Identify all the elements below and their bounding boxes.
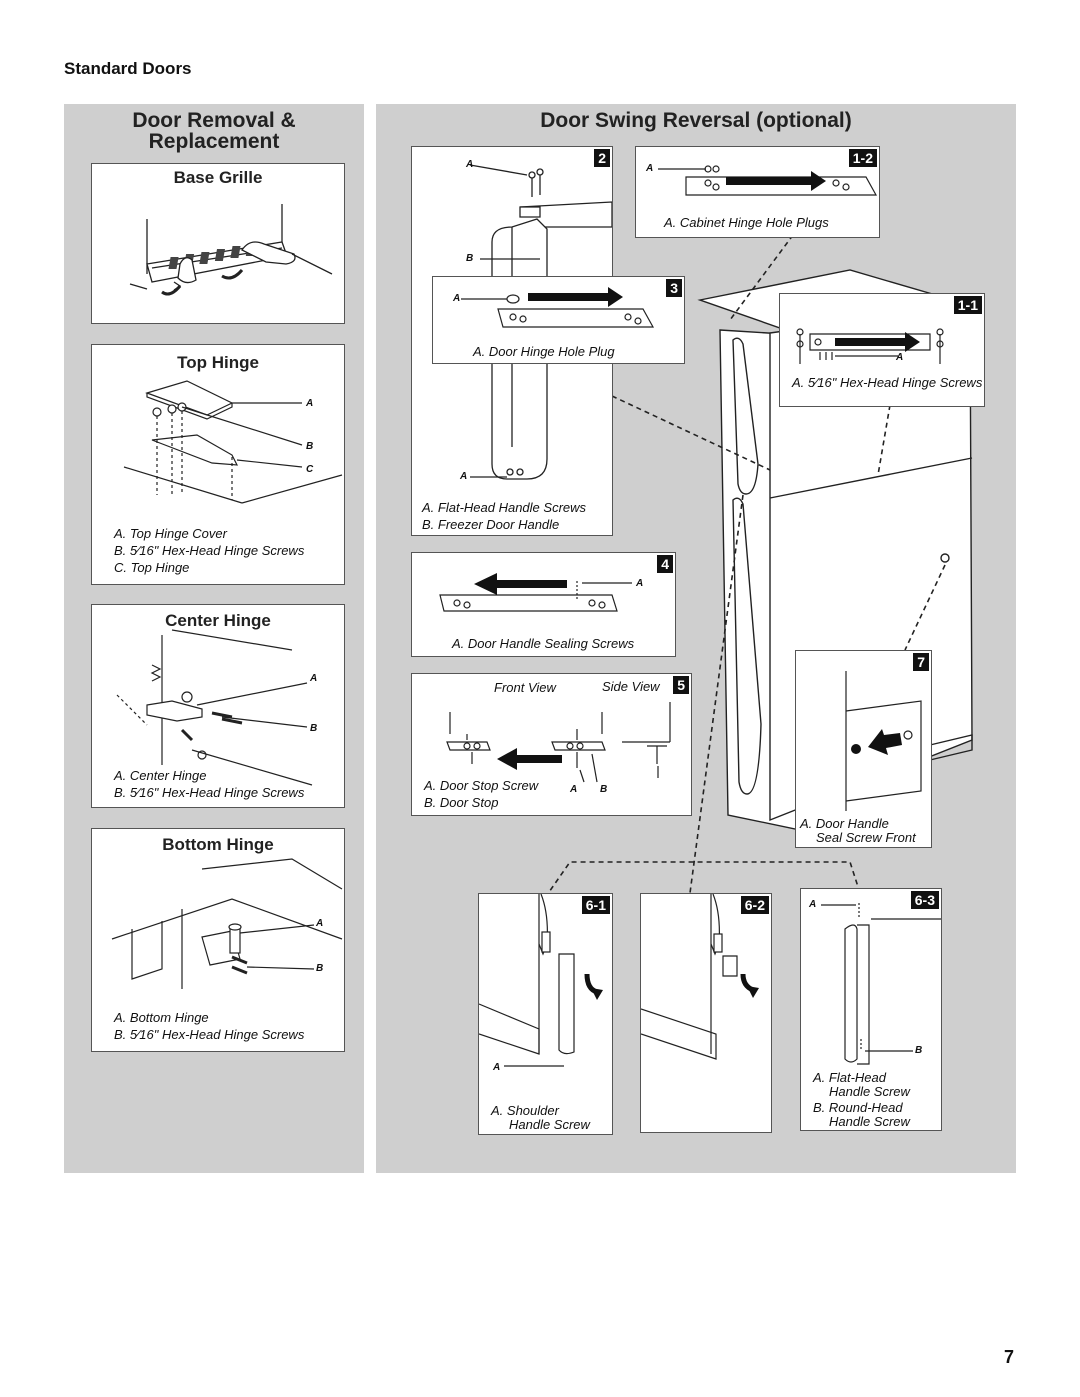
step-1-2-badge: 1-2 [848,149,877,167]
top-hinge-box: Top Hinge A B C A. Top Hinge Cover B. 5⁄… [91,344,345,585]
step-5-caption-b: B. Door Stop [424,795,499,810]
door-swing-reversal-title: Door Swing Reversal (optional) [540,109,852,132]
step-2-caption-b: B. Freezer Door Handle [422,517,560,532]
top-hinge-caption-c: C. Top Hinge [114,560,190,575]
door-removal-title-line1: Door Removal & [132,109,296,132]
step-6-3-caption-a: A. Flat-Head [813,1070,886,1085]
step-4-label-a: A [636,578,644,589]
step-6-1-caption-a: A. Shoulder [491,1103,559,1118]
step-6-1-box: 6-1 A A. Shoulder Handle Screw [478,893,613,1135]
step-2-label-a-lower: A [460,471,468,482]
step-5-caption-a: A. Door Stop Screw [424,778,539,793]
step-6-3-box: 6-3 A B A. Flat-Head Handle Screw B. Rou… [800,888,942,1131]
step-5-label-a: A [570,784,578,795]
base-grille-title: Base Grille [173,168,263,187]
step-1-2-caption: A. Cabinet Hinge Hole Plugs [664,215,829,230]
step-5-label-b: B [600,784,608,795]
sealing-screws-illustration [439,573,632,612]
base-grille-box: Base Grille [91,163,345,324]
step-1-1-label-a: A [896,352,904,363]
step-1-2-box: 1-2 A A. Cabinet Hinge Hole Plugs [635,146,880,238]
bottom-hinge-box: Bottom Hinge A B A. Bottom Hinge B. 5⁄16… [91,828,345,1052]
step-3-box: 3 A A. Door Hinge Hole Plug [432,276,685,364]
center-hinge-caption-b: B. 5⁄16" Hex-Head Hinge Screws [114,785,305,800]
center-hinge-illustration [116,629,313,786]
step-6-3-caption-b: B. Round-Head [813,1100,903,1115]
step-6-3-label-a: A [809,899,817,910]
center-hinge-label-b: B [310,723,318,734]
step-6-1-badge: 6-1 [581,896,610,914]
door-removal-title-line2: Replacement [148,130,280,153]
step-6-1-label-a: A [493,1062,501,1073]
bottom-hinge-label-a: A [316,918,324,929]
step-4-caption: A. Door Handle Sealing Screws [452,636,635,651]
seal-screw-illustration [845,671,922,811]
bottom-hinge-label-b: B [316,963,324,974]
hinge-screws-illustration [796,328,944,364]
step-1-1-badge: 1-1 [953,296,982,314]
step-2-label-a: A [466,159,474,170]
step-6-2-box: 6-2 [640,893,772,1133]
bottom-hinge-title: Bottom Hinge [162,835,274,854]
top-hinge-label-c: C [306,464,314,475]
page-number: 7 [1004,1347,1015,1367]
step-4-box: 4 A A. Door Handle Sealing Screws [411,552,676,657]
step-6-1-caption-b: Handle Screw [509,1117,590,1132]
step-6-3-label-b: B [915,1045,923,1056]
top-hinge-title: Top Hinge [177,353,259,372]
step-2-label-b: B [466,253,474,264]
center-hinge-box: Center Hinge A B A. Center Hinge B. 5⁄16… [91,604,345,808]
step-7-caption-b: Seal Screw Front [816,830,916,845]
step-5-box: 5 Front View Side View A B A. Door Stop … [411,673,692,816]
step-6-2-badge: 6-2 [740,896,769,914]
base-grille-illustration [129,204,333,296]
step-3-badge: 3 [666,279,682,297]
bottom-hinge-caption-b: B. 5⁄16" Hex-Head Hinge Screws [114,1027,305,1042]
bottom-hinge-illustration [111,858,343,989]
top-hinge-caption-b: B. 5⁄16" Hex-Head Hinge Screws [114,543,305,558]
shoulder-screw-illustration [479,894,603,1067]
step-7-caption-a: A. Door Handle [800,816,889,831]
step-5-front-view: Front View [494,680,556,695]
step-6-3-caption-a2: Handle Screw [829,1084,910,1099]
top-hinge-illustration [123,380,343,504]
top-hinge-caption-a: A. Top Hinge Cover [114,526,227,541]
center-hinge-title: Center Hinge [165,611,271,630]
step-6-3-caption-b2: Handle Screw [829,1114,910,1129]
step-6-3-badge: 6-3 [910,891,939,909]
step-1-2-label-a: A [646,163,654,174]
step-5-badge: 5 [673,676,689,694]
door-hinge-plug-illustration [461,287,655,328]
step-2-caption-a: A. Flat-Head Handle Screws [422,500,587,515]
center-hinge-label-a: A [310,673,318,684]
section-title: Standard Doors [64,59,192,78]
step-2-badge: 2 [594,149,610,167]
top-hinge-label-a: A [306,398,314,409]
handle-remove-illustration [641,894,759,1060]
round-head-screw-illustration [821,903,941,1065]
center-hinge-caption-a: A. Center Hinge [114,768,207,783]
top-hinge-label-b: B [306,441,314,452]
step-7-box: 7 A. Door Handle Seal Screw Front [795,650,932,848]
step-7-badge: 7 [913,653,929,671]
bottom-hinge-caption-a: A. Bottom Hinge [114,1010,209,1025]
door-stop-illustration [446,702,671,783]
cabinet-hinge-plugs-illustration [658,165,878,196]
step-3-caption: A. Door Hinge Hole Plug [473,344,615,359]
step-1-1-caption: A. 5⁄16" Hex-Head Hinge Screws [792,375,983,390]
step-1-1-box: 1-1 A A. 5⁄16" Hex-Head Hinge Screws [779,293,985,407]
step-5-side-view: Side View [602,679,660,694]
step-4-badge: 4 [657,555,673,573]
step-3-label-a: A [453,293,461,304]
